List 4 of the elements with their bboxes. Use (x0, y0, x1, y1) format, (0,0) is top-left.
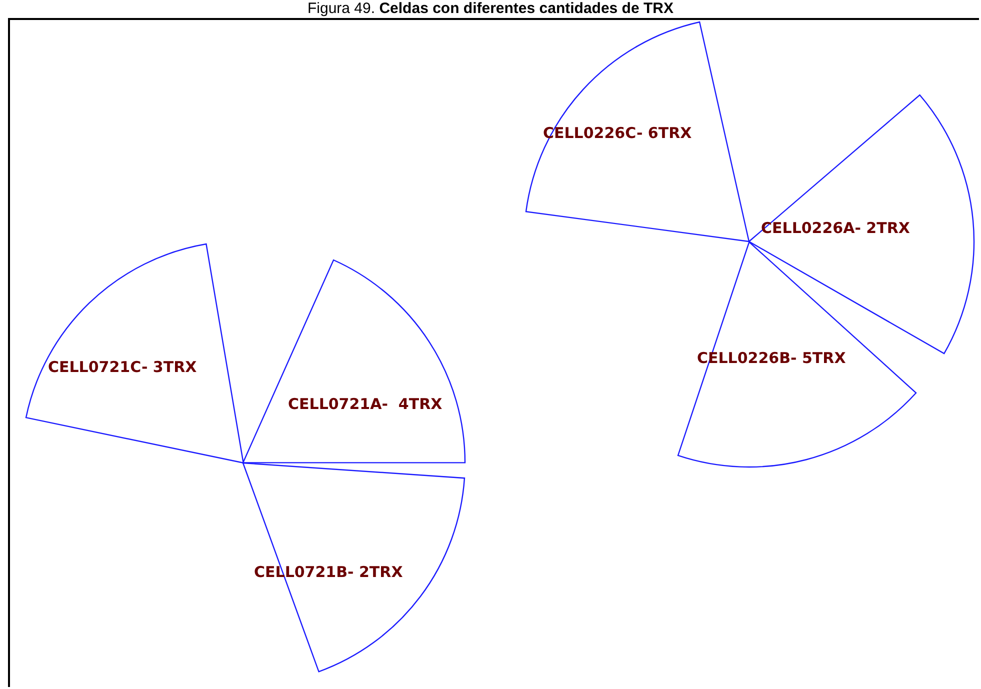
sector-label: CELL0721A- 4TRX (288, 394, 442, 413)
sector-label: CELL0721C- 3TRX (48, 358, 197, 376)
figure-title: Figura 49. Celdas con diferentes cantidades de TRX (306, 0, 674, 17)
sector-label: CELL0226A- 2TRX (761, 218, 910, 237)
